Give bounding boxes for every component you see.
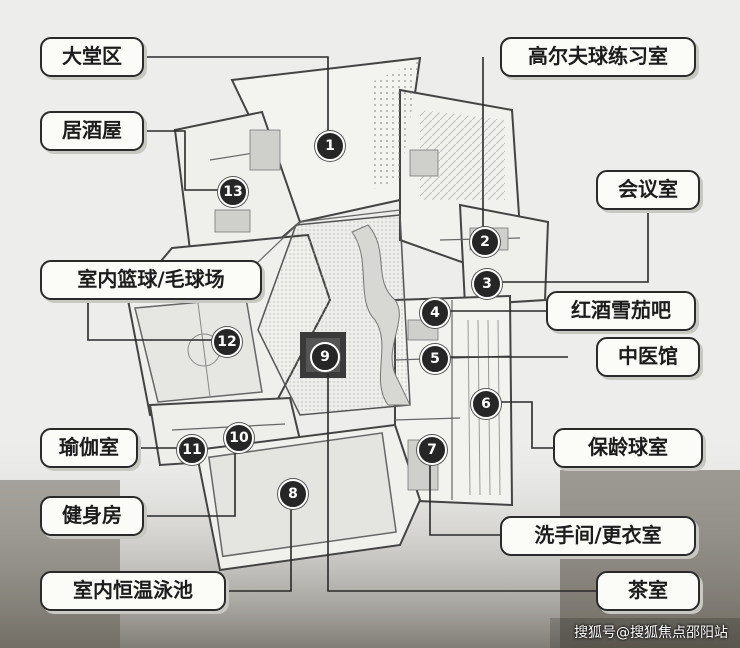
watermark-text: 搜狐号@搜狐焦点邵阳站 <box>574 625 728 641</box>
marker-4: 4 <box>420 298 450 328</box>
marker-9: 9 <box>310 342 340 372</box>
marker-7: 7 <box>417 435 447 465</box>
marker-1: 1 <box>315 131 345 161</box>
label-gym: 健身房 <box>40 496 144 536</box>
marker-3: 3 <box>472 269 502 299</box>
label-washroom-changing-room: 洗手间/更衣室 <box>500 516 696 556</box>
label-tcm-clinic: 中医馆 <box>596 337 700 377</box>
label-yoga-room: 瑜伽室 <box>40 428 138 468</box>
label-basketball-court: 室内篮球/毛球场 <box>40 260 262 300</box>
watermark-backdrop <box>550 618 740 648</box>
marker-12: 12 <box>212 327 242 357</box>
label-meeting-room: 会议室 <box>596 170 700 210</box>
plan-footprint <box>126 56 550 572</box>
marker-2: 2 <box>470 227 500 257</box>
marker-8: 8 <box>278 479 308 509</box>
label-golf-practice-room: 高尔夫球练习室 <box>500 37 696 77</box>
label-izakaya: 居酒屋 <box>40 111 144 151</box>
label-bowling-room: 保龄球室 <box>553 428 703 468</box>
marker-11: 11 <box>177 435 207 465</box>
building-silhouette <box>560 470 740 648</box>
marker-13: 13 <box>218 177 248 207</box>
label-lobby: 大堂区 <box>40 37 144 77</box>
marker-10: 10 <box>224 423 254 453</box>
leader-lines <box>87 56 649 592</box>
marker-5: 5 <box>420 344 450 374</box>
label-indoor-heated-pool: 室内恒温泳池 <box>40 571 226 611</box>
label-tea-room: 茶室 <box>596 571 700 611</box>
label-wine-cigar-bar: 红酒雪茄吧 <box>546 291 696 331</box>
marker-6: 6 <box>471 389 501 419</box>
